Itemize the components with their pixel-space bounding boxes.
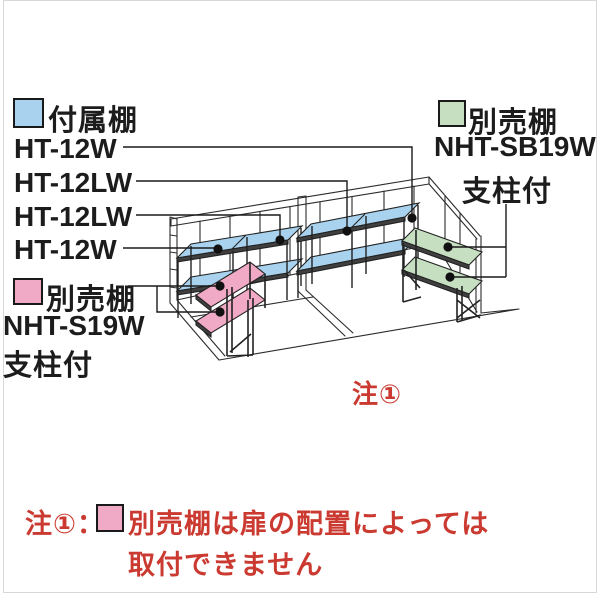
- attached-shelf-swatch: [13, 98, 44, 128]
- optional-shelf-pink: [195, 261, 266, 357]
- optional-green-title: 別売棚: [468, 107, 559, 139]
- attached-shelf-title: 付属棚: [48, 105, 139, 137]
- optional-pink-note: 支柱付: [3, 350, 94, 382]
- footnote-line2: 取付できません: [128, 550, 324, 580]
- attached-model-2: HT-12LW: [14, 167, 133, 198]
- footnote-pink-swatch: [96, 504, 124, 532]
- footnote-prefix: 注①：: [25, 509, 105, 539]
- optional-pink-swatch: [13, 278, 43, 305]
- callout-dots: [213, 213, 455, 317]
- diagram-note-ref: 注①: [352, 379, 403, 409]
- optional-shelf-green: [400, 227, 484, 323]
- attached-model-4: HT-12W: [14, 234, 117, 265]
- attached-model-3: HT-12LW: [14, 201, 133, 232]
- attached-model-1: HT-12W: [14, 133, 117, 164]
- optional-green-note: 支柱付: [462, 176, 553, 208]
- footnote-line1: 別売棚は扉の配置によっては: [128, 509, 490, 539]
- callout-lines: [123, 146, 507, 313]
- optional-pink-model: NHT-S19W: [3, 310, 145, 341]
- optional-green-swatch: [438, 100, 466, 127]
- optional-pink-title: 別売棚: [46, 284, 137, 316]
- optional-green-model: NHT-SB19W: [434, 131, 596, 162]
